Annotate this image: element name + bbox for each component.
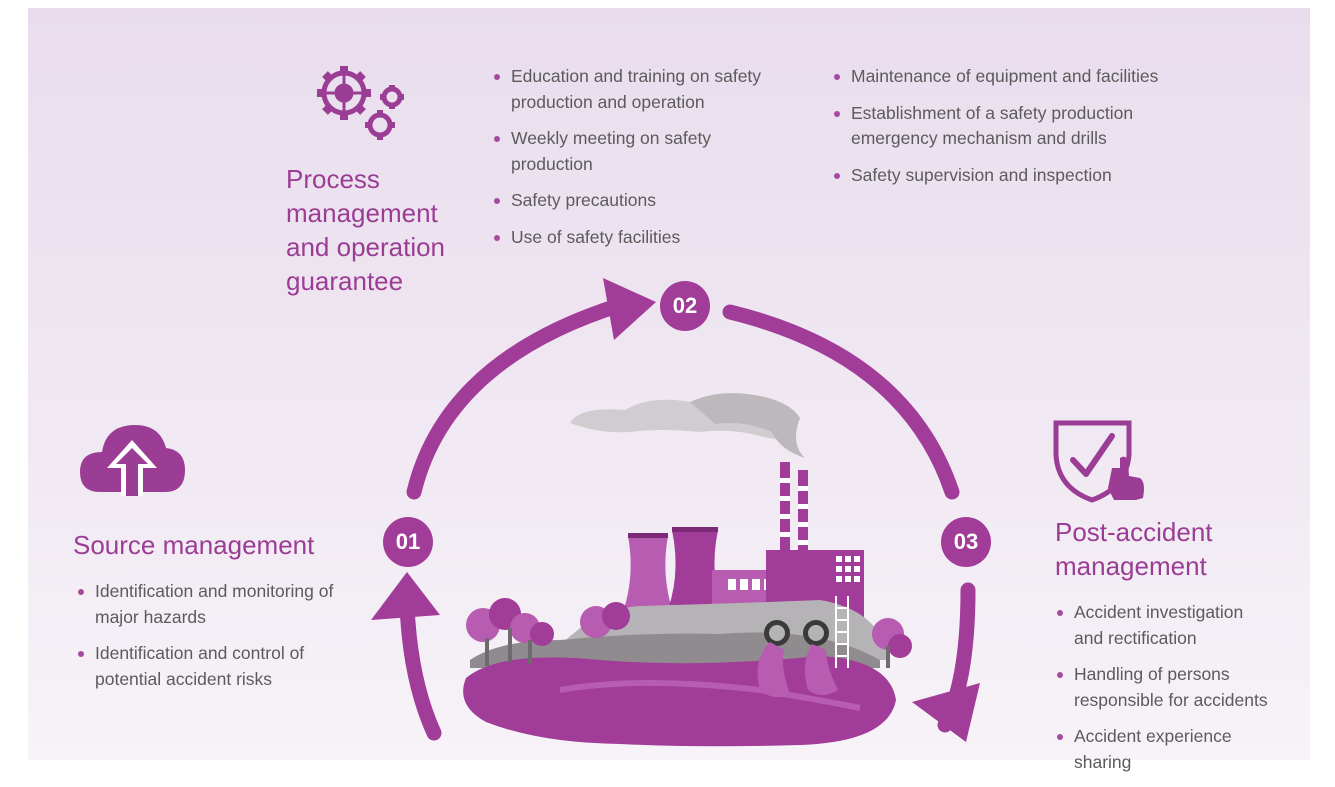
step-badge-03: 03 — [941, 517, 991, 567]
shield-check-hand-icon — [1053, 420, 1144, 503]
arrow-up-to-01 — [399, 597, 442, 741]
step-badge-02: 02 — [660, 281, 710, 331]
process-bullets-col1: Education and training on safety product… — [492, 64, 822, 261]
process-bullets-col2: Maintenance of equipment and facilities … — [832, 64, 1212, 199]
process-title-line: guarantee — [286, 266, 404, 296]
arrow-heads — [371, 278, 980, 742]
list-item: Accident investigation and rectification — [1055, 600, 1274, 651]
tree-right — [872, 618, 912, 668]
post-accident-management-title: Post-accident management — [1055, 515, 1213, 583]
list-item: Identification and control of potential … — [76, 641, 356, 692]
gears-icon — [317, 66, 404, 140]
process-management-title: Process management and operation guarant… — [286, 162, 445, 298]
cycle-arrows — [399, 297, 976, 741]
list-item: Safety precautions — [492, 188, 822, 214]
source-management-title: Source management — [73, 530, 315, 560]
arrow-head-03 — [912, 683, 980, 742]
list-item: Establishment of a safety production eme… — [832, 101, 1196, 152]
list-item: Use of safety facilities — [492, 225, 822, 251]
process-title-line: Process — [286, 164, 380, 194]
list-item: Weekly meeting on safety production — [492, 126, 766, 177]
list-item: Accident experience sharing — [1055, 724, 1274, 775]
arrow-head-01 — [371, 572, 440, 620]
post-accident-bullets: Accident investigation and rectification… — [1055, 600, 1310, 786]
arrow-head-02 — [603, 278, 656, 340]
cloud-upload-icon — [80, 425, 185, 496]
list-item: Safety supervision and inspection — [832, 163, 1212, 189]
process-title-line: and operation — [286, 232, 446, 262]
list-item: Identification and monitoring of major h… — [76, 579, 356, 630]
arrow-01-to-02 — [406, 297, 628, 500]
post-title-line: Post-accident — [1055, 517, 1213, 547]
process-title-line: management — [286, 198, 438, 228]
step-badge-01: 01 — [383, 517, 433, 567]
source-bullets: Identification and monitoring of major h… — [76, 579, 356, 703]
factory-illustration — [463, 393, 912, 747]
list-item: Maintenance of equipment and facilities — [832, 64, 1212, 90]
list-item: Handling of persons responsible for acci… — [1055, 662, 1310, 713]
post-title-line: management — [1055, 551, 1207, 581]
trees-left — [466, 598, 630, 666]
list-item: Education and training on safety product… — [492, 64, 822, 115]
arrow-02-to-03 — [722, 304, 960, 500]
